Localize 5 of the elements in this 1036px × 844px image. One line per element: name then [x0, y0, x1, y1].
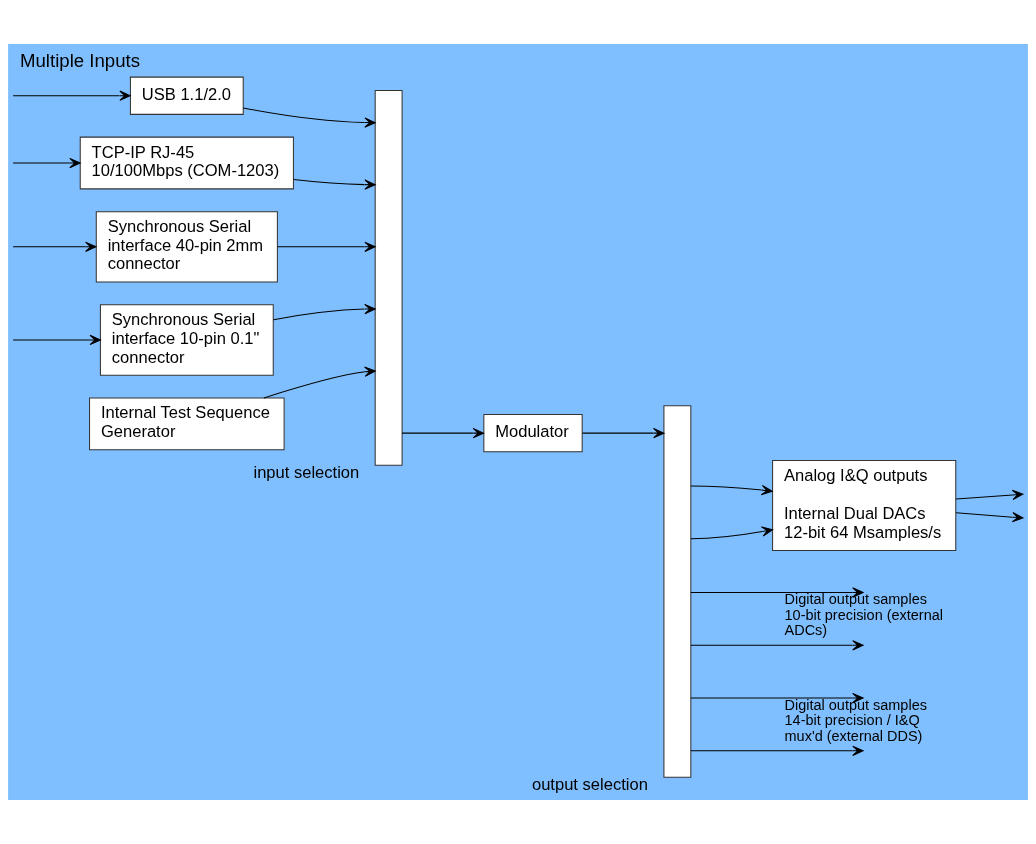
edge-label: Digital output samples 14-bit precision / I&Q mux'd (external DDS) [784, 696, 927, 744]
diagram-title: Multiple Inputs [20, 50, 141, 72]
node-label: output selection [531, 775, 648, 795]
node-label: input selection [253, 463, 360, 483]
edge-label: Digital output samples 10-bit precision (external ADCs) [784, 591, 944, 639]
